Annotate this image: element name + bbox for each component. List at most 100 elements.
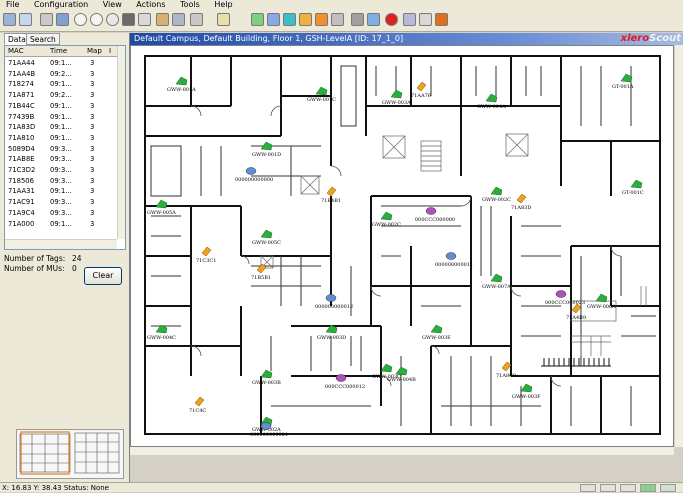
asset-tag[interactable]: 71B5B1 bbox=[251, 263, 271, 281]
open-icon[interactable] bbox=[3, 13, 16, 26]
layer-dropdown-icon[interactable] bbox=[217, 13, 230, 26]
access-point[interactable]: GWW-003D bbox=[317, 324, 346, 341]
column-time[interactable]: Time bbox=[50, 47, 68, 55]
access-point[interactable]: GWW-002C bbox=[482, 186, 511, 203]
access-point[interactable]: GWW-007A bbox=[482, 273, 511, 290]
tag-visibility-icon[interactable] bbox=[299, 13, 312, 26]
asset-tag[interactable]: 71C4C bbox=[189, 396, 206, 414]
alert-icon[interactable] bbox=[315, 13, 328, 26]
access-point[interactable]: GWW-002C bbox=[372, 211, 401, 228]
tag-label: 71B4B1 bbox=[321, 198, 341, 204]
access-point[interactable]: GWW-001A bbox=[167, 76, 196, 93]
access-point-icon bbox=[260, 369, 273, 379]
access-point[interactable]: GWW-004C bbox=[147, 324, 176, 341]
mobile-unit[interactable]: 000CCC000000 bbox=[415, 207, 455, 224]
access-point[interactable]: GWW-003B bbox=[252, 369, 281, 386]
list-vertical-scrollbar[interactable] bbox=[117, 46, 125, 239]
layers-icon[interactable] bbox=[19, 13, 32, 26]
access-point[interactable]: GWW-004B bbox=[387, 366, 416, 383]
tab-search[interactable]: Search bbox=[26, 33, 60, 45]
menu-view[interactable]: View bbox=[102, 0, 122, 9]
save-icon[interactable] bbox=[56, 13, 69, 26]
mobile-unit[interactable]: 000CCC000012 bbox=[325, 374, 365, 391]
access-point[interactable]: GWW-001D bbox=[252, 141, 281, 158]
column-mac[interactable]: MAC bbox=[8, 47, 24, 55]
access-point-label: GWW-002A bbox=[252, 427, 281, 433]
column-map[interactable]: Map bbox=[87, 47, 102, 55]
grid-icon[interactable] bbox=[172, 13, 185, 26]
menu-actions[interactable]: Actions bbox=[136, 0, 166, 9]
full-screen-icon[interactable] bbox=[122, 13, 135, 26]
record-icon[interactable] bbox=[385, 13, 398, 26]
shield-icon[interactable] bbox=[283, 13, 296, 26]
mobile-unit[interactable]: 000000000000 bbox=[235, 167, 273, 184]
access-point[interactable]: GWW-003F bbox=[512, 383, 541, 400]
access-point[interactable]: GWW-005C bbox=[252, 229, 281, 246]
tools-icon[interactable] bbox=[435, 13, 448, 26]
access-point[interactable]: GT-001C bbox=[622, 179, 644, 196]
cell-map: 3 bbox=[90, 59, 95, 67]
map-vertical-scrollbar[interactable] bbox=[674, 45, 683, 447]
menu-configuration[interactable]: Configuration bbox=[33, 0, 89, 9]
asset-tag[interactable]: 71A83D bbox=[511, 193, 531, 211]
access-point[interactable]: GT-001A bbox=[612, 73, 634, 90]
floor-map[interactable]: GWW-001A GWW-001C GWW-003A GWW-004A GT-001A G… bbox=[130, 45, 674, 447]
access-point[interactable]: GWW-003C bbox=[372, 363, 401, 380]
access-point[interactable]: GWW-003E bbox=[422, 324, 451, 341]
mobile-unit[interactable]: 000CCC000023 bbox=[545, 290, 585, 307]
column-extra[interactable]: I bbox=[109, 47, 112, 55]
asset-tag[interactable]: 71B4B1 bbox=[321, 186, 341, 204]
mobile-unit[interactable]: 000000000011 bbox=[435, 252, 473, 269]
access-point-icon bbox=[315, 86, 328, 96]
menu-help[interactable]: Help bbox=[214, 0, 233, 9]
sync-icon bbox=[660, 484, 676, 492]
asset-tag[interactable]: 71AA76 bbox=[411, 81, 431, 99]
access-point[interactable]: GWW-001C bbox=[307, 86, 336, 103]
access-point[interactable]: GWW-003A bbox=[382, 89, 411, 106]
access-point[interactable]: GWW-005A bbox=[147, 199, 176, 216]
access-point[interactable]: GWW-004A bbox=[477, 93, 506, 110]
copy-icon[interactable] bbox=[40, 13, 53, 26]
clear-button[interactable]: Clear bbox=[84, 267, 122, 285]
access-point[interactable]: GWW-006A bbox=[587, 293, 616, 310]
zoom-fit-icon[interactable] bbox=[106, 13, 119, 26]
mobile-unit[interactable]: 000000000021 bbox=[250, 422, 288, 439]
asset-tag[interactable]: 71A4B9 bbox=[566, 303, 586, 321]
mu-visibility-icon[interactable] bbox=[267, 13, 280, 26]
chart-dropdown-icon[interactable] bbox=[190, 13, 203, 26]
track-icon[interactable] bbox=[351, 13, 364, 26]
menu-file[interactable]: File bbox=[6, 0, 20, 9]
monitor-icon[interactable] bbox=[403, 13, 416, 26]
refresh-icon[interactable] bbox=[138, 13, 151, 26]
report-icon[interactable] bbox=[156, 13, 169, 26]
mobile-unit[interactable]: 000000000012 bbox=[315, 294, 353, 311]
zoom-out-icon[interactable] bbox=[90, 13, 103, 26]
zoom-in-icon[interactable] bbox=[74, 13, 87, 26]
ap-visibility-icon[interactable] bbox=[251, 13, 264, 26]
map-horizontal-scrollbar[interactable] bbox=[130, 447, 674, 455]
asset-tag[interactable]: 71A8C9 bbox=[496, 361, 516, 379]
list-horizontal-scrollbar[interactable] bbox=[5, 239, 117, 249]
asset-tag[interactable]: 71C3C1 bbox=[196, 246, 216, 264]
menu-tools[interactable]: Tools bbox=[180, 0, 200, 9]
locate-icon[interactable] bbox=[367, 13, 380, 26]
properties-icon[interactable] bbox=[419, 13, 432, 26]
map-overview[interactable] bbox=[16, 429, 124, 479]
lock-icon[interactable] bbox=[331, 13, 344, 26]
